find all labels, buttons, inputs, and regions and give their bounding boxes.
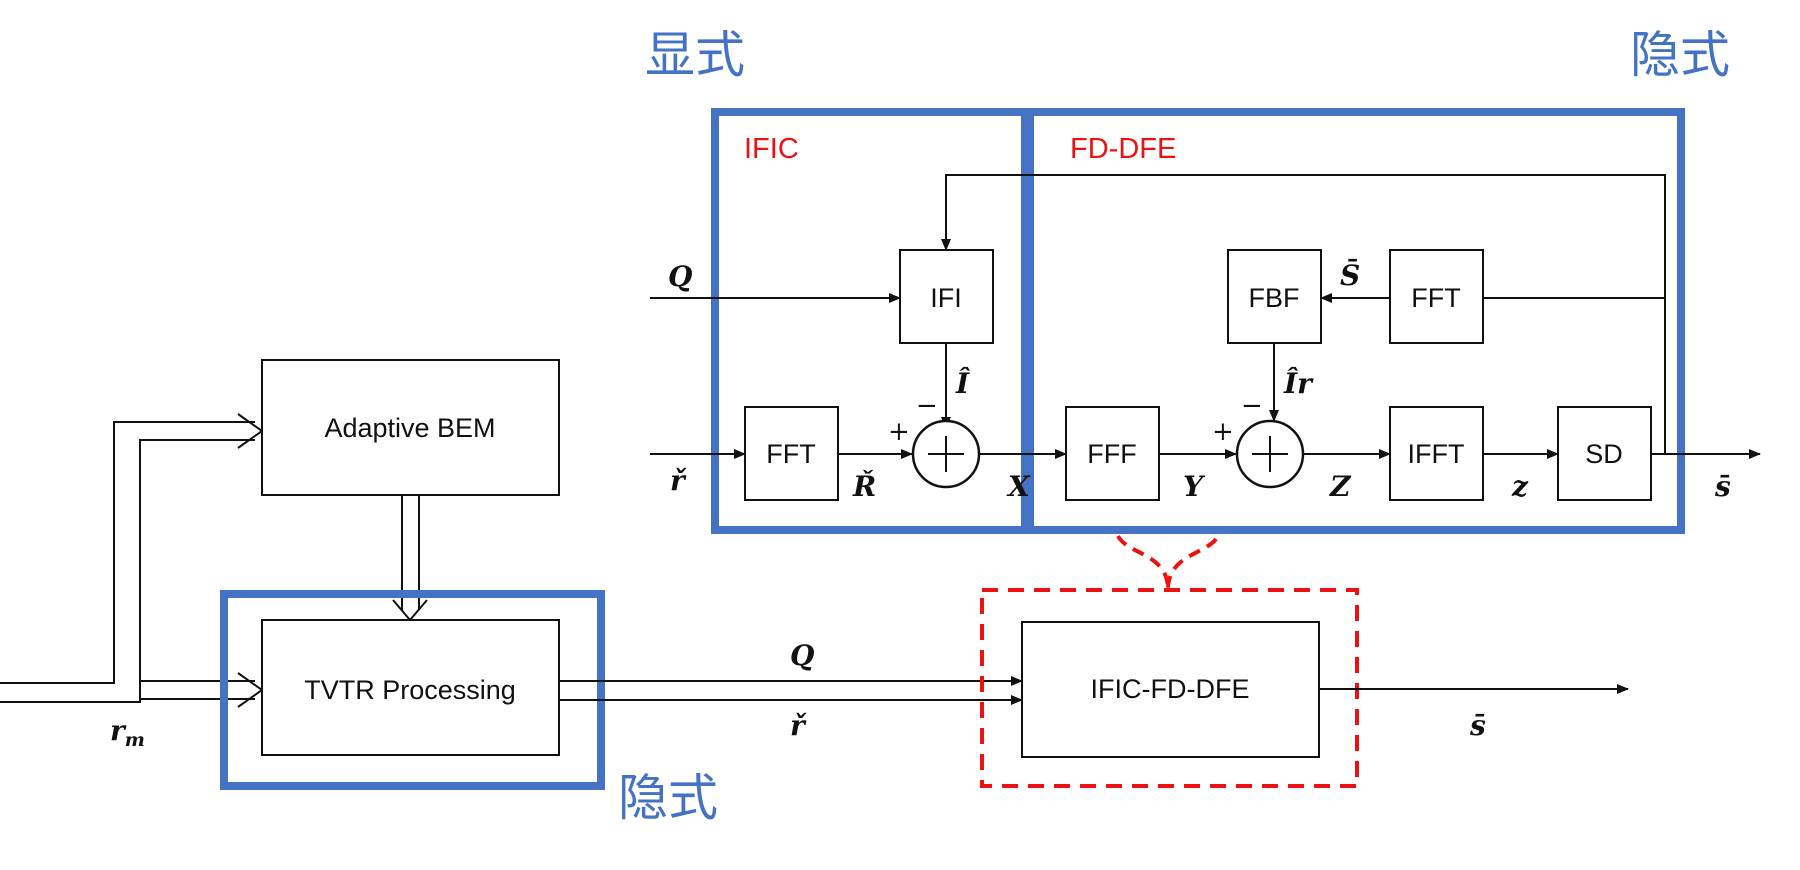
adaptive-bem-label: Adaptive BEM [324,413,495,443]
feedback-to-ifi [941,174,1666,454]
plus-sign-2: + [1212,417,1234,447]
implicit-label-bottom: 隐式 [618,769,718,827]
fft-fb-label: FFT [1411,283,1460,313]
fff-block [1065,406,1160,501]
fd-dfe-title: FD-DFE [1070,133,1176,165]
fbf-block [1227,249,1322,344]
ifft-block [1389,406,1484,501]
bem-to-tvtr-double-arrow [392,495,428,622]
q-label-top: Q [668,260,692,293]
tvtr-input-double-arrow [140,672,264,708]
implicit-label-top: 隐式 [1630,26,1730,84]
y-label: Y [1183,470,1206,503]
sd-label: SD [1585,439,1623,469]
r-check-label-top: ř [670,464,687,497]
z-label: z [1511,470,1529,503]
r-cal-label: Ř [852,470,876,503]
i-hat-r-label: Îr [1283,367,1314,400]
ifi-label: IFI [930,283,962,313]
summer-2 [1235,419,1305,489]
s-bar-label-bottom: s̄ [1469,709,1486,742]
summer-1 [911,419,981,489]
r-check-label-bottom: ř [790,709,807,742]
sd-block [1557,406,1652,501]
ifft-label: IFFT [1408,439,1465,469]
fft-block-feedback [1389,249,1484,344]
ific-fd-dfe-label: IFIC-FD-DFE [1091,674,1250,704]
explicit-label: 显式 [645,26,745,84]
fft-ific-label: FFT [766,439,815,469]
x-label: X [1006,470,1031,503]
s-bar-label-top: s̄ [1714,470,1731,503]
s-cal-label: S̄ [1340,258,1360,292]
q-label-bottom: Q [790,639,814,672]
z-cal-label: Z [1329,470,1352,503]
ific-title: IFIC [744,133,799,165]
minus-sign-1: − [916,391,938,421]
r-m-label: rm [110,714,145,751]
minus-sign-2: − [1241,391,1263,421]
i-hat-label: Î [955,367,970,400]
fft-block-ific [744,406,839,501]
ifi-block [899,249,994,344]
fff-label: FFF [1087,439,1136,469]
fd-dfe-box [1026,108,1685,534]
adaptive-bem-block [261,359,560,496]
fbf-label: FBF [1249,283,1300,313]
tvtr-processing-label: TVTR Processing [304,675,516,705]
implicit-box-tvtr [220,590,605,790]
ific-fd-dfe-block [1021,621,1320,758]
tvtr-processing-block [261,619,560,756]
expand-brace [1116,534,1220,591]
plus-sign-1: + [888,417,910,447]
ific-box [711,108,1029,534]
